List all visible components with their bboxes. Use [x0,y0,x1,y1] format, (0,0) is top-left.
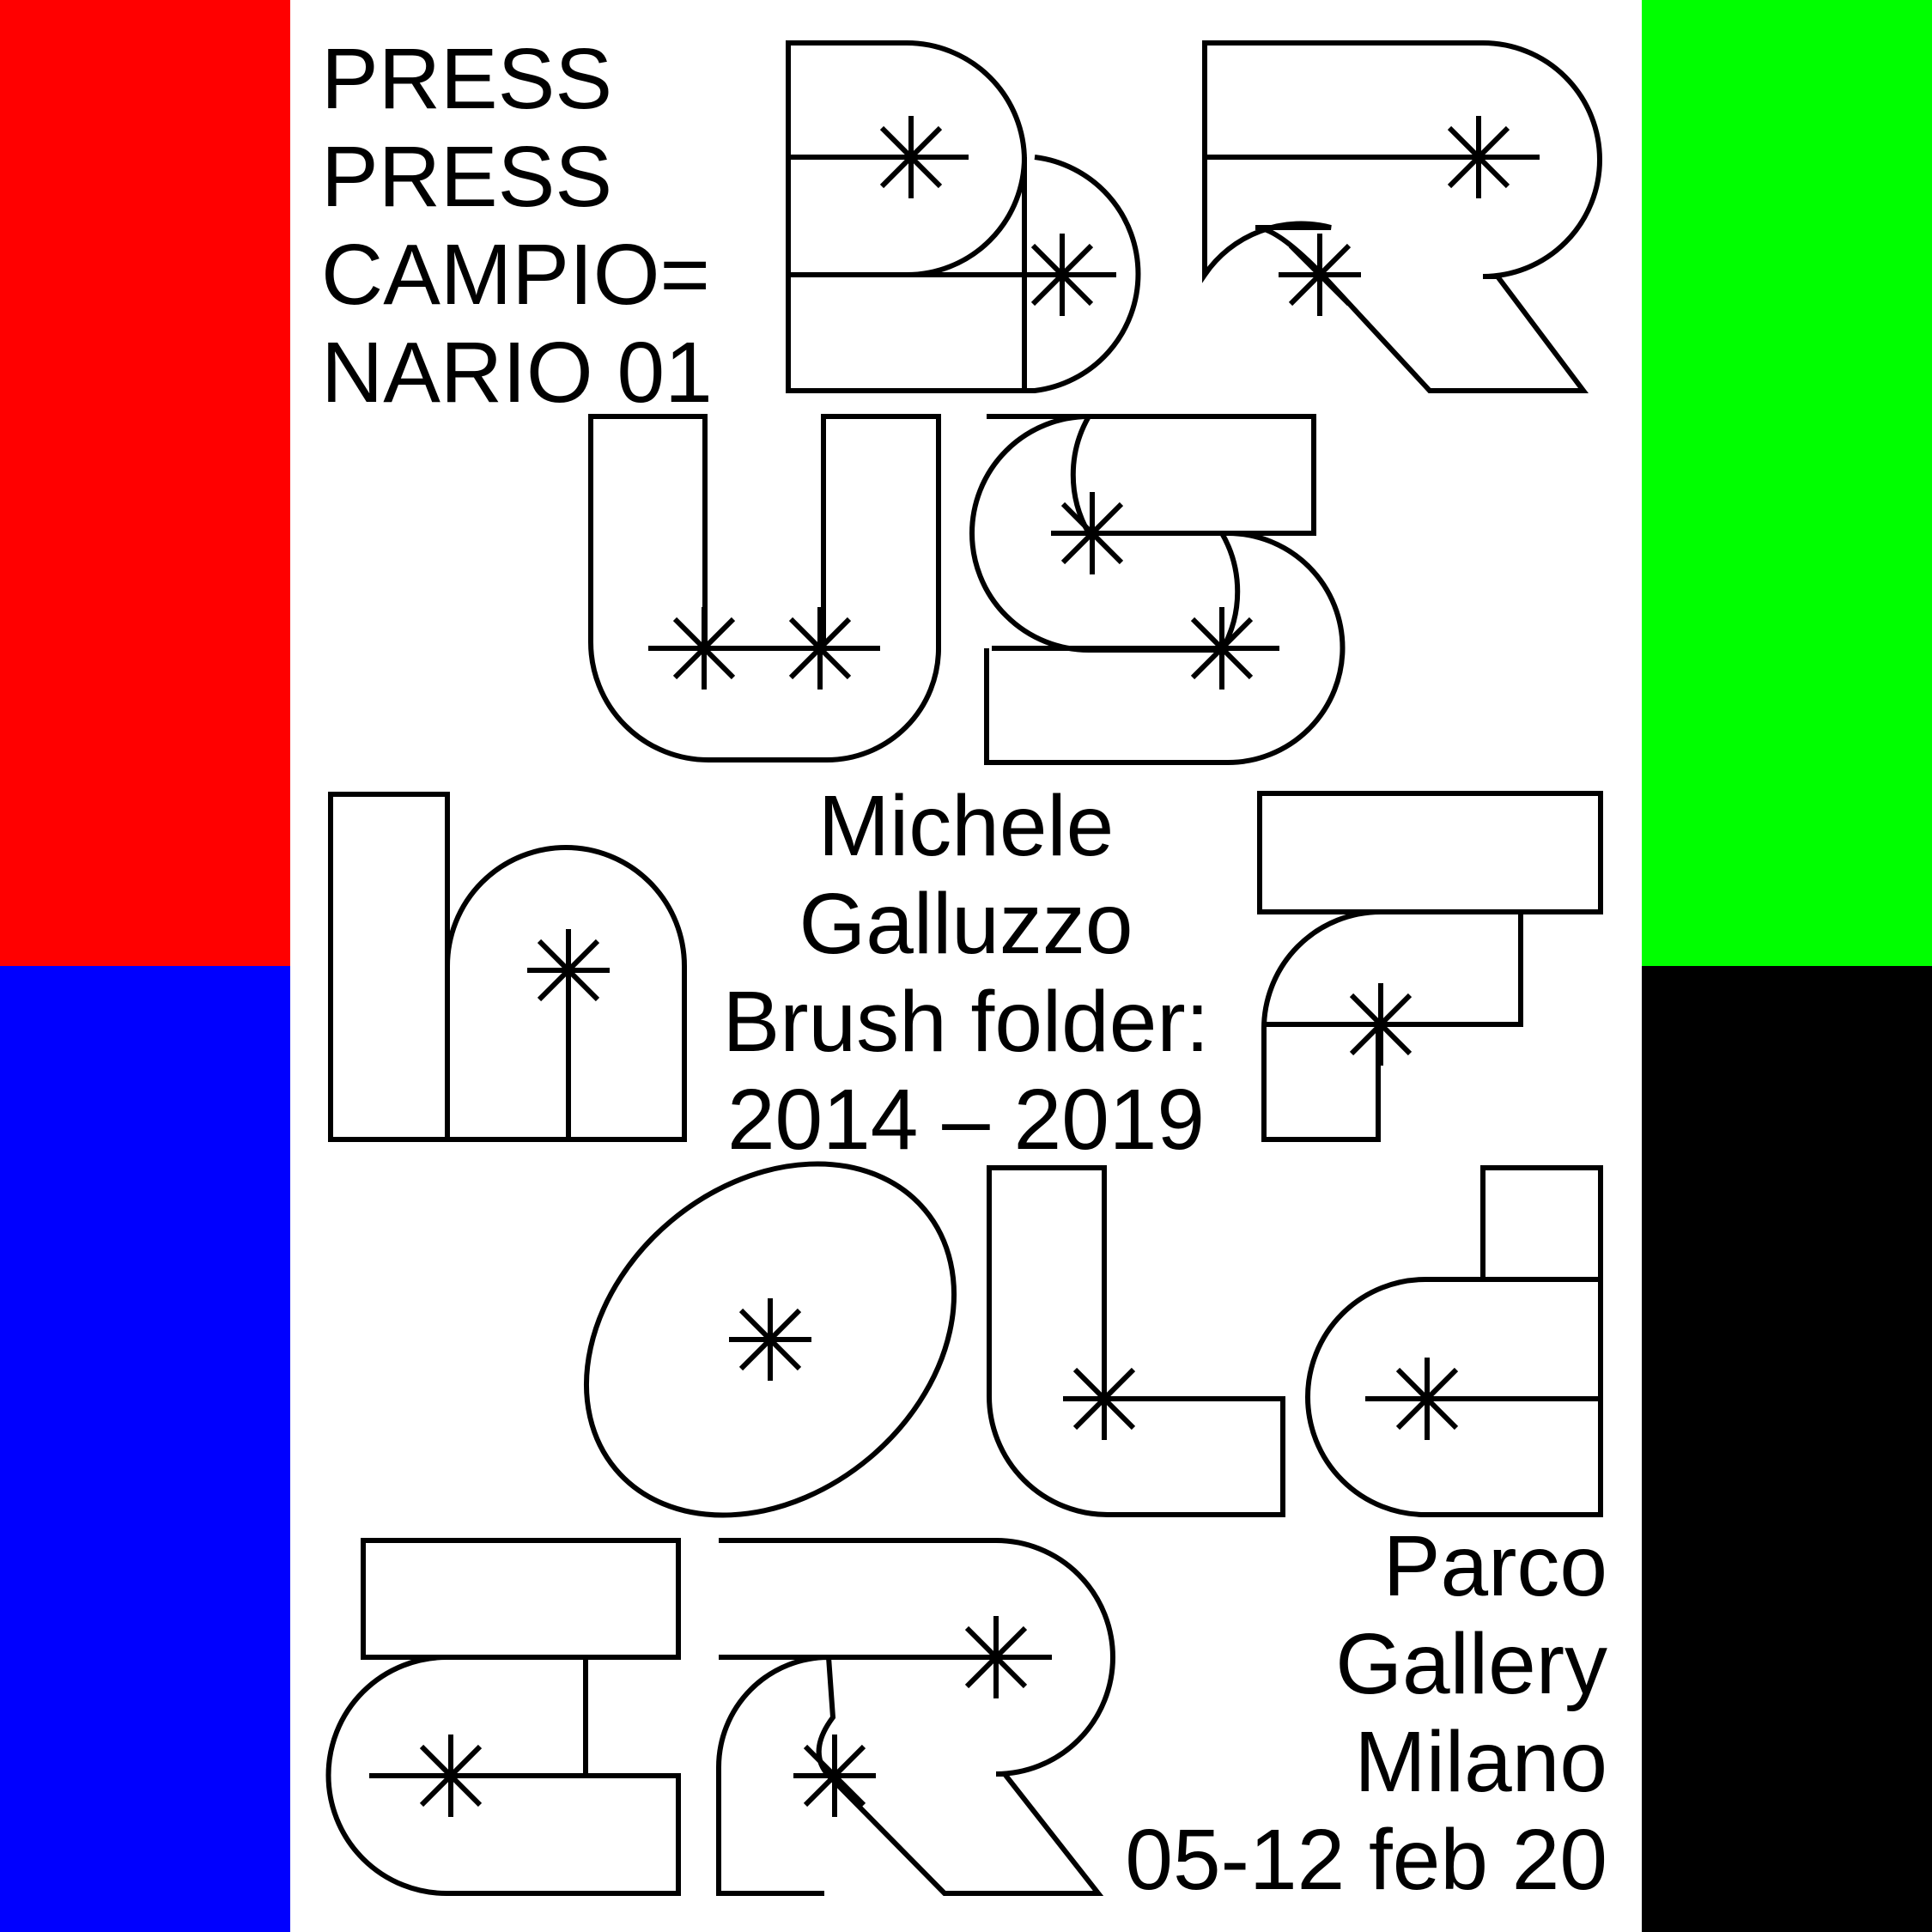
asterisk-icon [663,607,745,690]
blue-color-block [0,966,290,1932]
asterisk-icon [410,1735,492,1817]
poster-paper [290,0,1642,1932]
letter-e-icon [325,1538,681,1896]
letter-b-icon [786,40,1141,393]
asterisk-icon [1386,1358,1468,1440]
letter-o-icon [584,1161,957,1518]
venue-line: 05-12 feb 20 [1125,1812,1607,1908]
green-color-block [1642,0,1932,966]
asterisk-icon [779,607,861,690]
asterisk-icon [1063,1358,1145,1440]
letter-s-icon [969,414,1346,765]
artist-line: Brush folder: [722,974,1210,1070]
asterisk-icon [527,929,610,1012]
asterisk-icon [1437,116,1520,198]
red-color-block [0,0,290,966]
venue-line: Gallery [1335,1616,1607,1712]
asterisk-icon [410,116,1520,1817]
letter-h-icon [328,792,687,1142]
asterisk-icon [1279,234,1361,316]
letter-u-icon [588,414,941,762]
header-text: PRESS PRESS CAMPIO= NARIO 01 [321,30,713,422]
black-color-block [1642,966,1932,1932]
header-line: PRESS [321,31,613,127]
artist-text: Michele Galluzzo Brush folder: 2014 – 20… [713,777,1219,1169]
asterisk-icon [870,116,952,198]
letter-r-icon [1202,40,1602,393]
asterisk-icon [729,1298,811,1381]
venue-line: Parco [1382,1518,1607,1614]
asterisk-icon [1021,234,1103,316]
letter-f-icon [1257,791,1603,1142]
asterisk-icon [1051,492,1133,574]
asterisk-icon [793,1735,876,1817]
asterisk-icon [955,1616,1037,1698]
header-line: NARIO 01 [321,325,713,421]
venue-text: Parco Gallery Milano 05-12 feb 20 [1125,1517,1607,1909]
header-line: PRESS [321,129,613,225]
artist-line: Galluzzo [799,876,1133,972]
venue-line: Milano [1354,1714,1607,1810]
letter-l-icon [987,1165,1285,1517]
asterisk-icon [1340,983,1422,1066]
asterisk-icon [1181,607,1263,690]
artist-line: Michele [817,778,1115,874]
header-line: CAMPIO= [321,227,710,323]
letter-r-icon [716,1538,1115,1896]
artist-line: 2014 – 2019 [726,1072,1206,1168]
letter-d-icon [1305,1165,1603,1517]
